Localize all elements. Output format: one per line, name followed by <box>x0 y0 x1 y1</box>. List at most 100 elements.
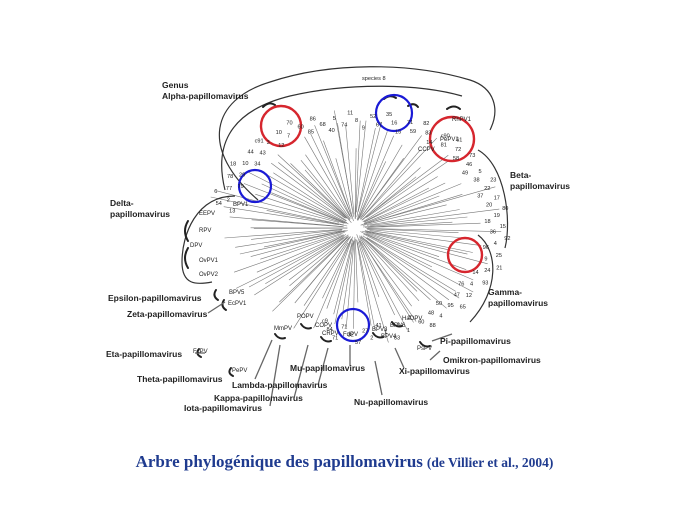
tree-number: 61 <box>456 138 462 144</box>
tree-number: 41 <box>375 323 381 329</box>
caption-title: Arbre phylogénique des papillomavirus <box>136 452 423 471</box>
tree-number: 68 <box>320 122 326 128</box>
tree-branch <box>271 163 345 218</box>
virus-label: EEPV <box>199 211 215 217</box>
virus-label: PsPV <box>417 346 432 352</box>
virus-label: POPV <box>297 314 314 320</box>
tree-number: 60 <box>298 125 304 131</box>
tree-branch <box>337 123 353 217</box>
tree-number: 34 <box>254 161 260 167</box>
tree-number: 77 <box>226 186 232 192</box>
virus-label: MmPV <box>274 326 292 332</box>
tree-branch <box>346 126 354 214</box>
tree-number: 57 <box>355 340 361 346</box>
tree-branch <box>301 160 350 220</box>
tree-number: 6 <box>214 189 217 195</box>
tree-number: 16 <box>391 121 397 127</box>
tree-number: 85 <box>308 130 314 136</box>
genus-label-xi: Xi-papillomavirus <box>399 366 470 376</box>
genus-label-lambda: Lambda-papillomavirus <box>232 380 328 390</box>
genus-label-kappa: Kappa-papillomavirus <box>214 393 303 403</box>
tree-number: 74 <box>341 123 347 129</box>
tree-number: 5 <box>333 116 336 122</box>
tree-number: 36 <box>490 229 496 235</box>
tree-number: 3 <box>267 140 270 146</box>
tree-number: 52 <box>370 114 376 120</box>
tree-number: 32 <box>348 333 354 339</box>
tree-number: 10 <box>276 130 282 136</box>
tree-number: 81 <box>441 143 447 149</box>
tree-branch <box>354 237 355 329</box>
tree-number: 47 <box>454 292 460 298</box>
tree-number: 73 <box>469 153 475 159</box>
species-8-label: species 8 <box>362 76 386 82</box>
bracket-8 <box>222 300 226 310</box>
tree-number: 76 <box>458 282 464 288</box>
tree-branch <box>291 163 348 218</box>
virus-label: RhPV1 <box>452 117 472 123</box>
tree-number: 80 <box>502 206 508 212</box>
genus-label-omikron: Omikron-papillomavirus <box>443 355 541 365</box>
tree-number: 8 <box>355 118 358 124</box>
genus-label-iota: Iota-papillomavirus <box>184 403 262 413</box>
tree-number: 83 <box>425 131 431 137</box>
tree-number: 9 <box>362 125 365 131</box>
tree-number: 14 <box>426 140 432 146</box>
tree-number: 4 <box>470 281 473 287</box>
tree-branch <box>355 239 358 302</box>
tree-number: c9 <box>322 319 328 325</box>
tree-number: 2 <box>370 335 373 341</box>
delta-clade-arc <box>182 196 235 283</box>
virus-label: BPV1 <box>233 202 249 208</box>
bracket-4 <box>447 107 460 110</box>
virus-label: CCPV <box>418 147 435 153</box>
pointer-omikron <box>430 351 440 360</box>
tree-number: c91 <box>255 138 264 144</box>
tree-number: 14 <box>472 270 478 276</box>
genus-label-beta: Beta-papillomavirus <box>510 170 570 191</box>
tree-number: 4 <box>494 241 497 247</box>
tree-number: 1 <box>407 328 410 334</box>
caption-citation: (de Villier et al., 2004) <box>427 455 553 470</box>
tree-number: 67 <box>376 122 382 128</box>
tree-number: 23 <box>490 178 496 184</box>
genus-label-pi: Pi-papillomavirus <box>440 336 511 346</box>
tree-number: 78 <box>227 174 233 180</box>
tree-number: 59 <box>410 129 416 135</box>
tree-number: 79 <box>238 184 244 190</box>
tree-number: 70 <box>286 121 292 127</box>
tree-number: 86 <box>310 117 316 123</box>
virus-label: DPV <box>190 243 202 249</box>
tree-number: 4 <box>439 313 442 319</box>
tree-number: 40 <box>329 128 335 134</box>
tree-number: 3 <box>408 315 411 321</box>
genus-label-nu: Nu-papillomavirus <box>354 397 428 407</box>
tree-number: 48 <box>428 310 434 316</box>
tree-branch <box>236 236 343 289</box>
tree-number: 18 <box>230 162 236 168</box>
tree-number: 2 <box>227 198 230 204</box>
pointer-xi <box>395 348 404 368</box>
tree-number: 38 <box>473 178 479 184</box>
tree-number: 96 <box>483 245 489 251</box>
bracket-13 <box>321 337 331 342</box>
tree-number: 44 <box>248 150 254 156</box>
tree-number: 92 <box>504 236 510 242</box>
bracket-7 <box>214 290 218 300</box>
tree-number: 15 <box>500 224 506 230</box>
tree-number: 17 <box>494 195 500 201</box>
virus-label: FcPV <box>193 349 208 355</box>
genus-label-mu: Mu-papillomavirus <box>290 363 365 373</box>
tree-number: 11 <box>347 110 353 116</box>
genus-label-zeta: Zeta-papillomavirus <box>127 309 208 319</box>
tree-number: 43 <box>260 151 266 157</box>
tree-number: 19 <box>494 213 500 219</box>
tree-number: 1 <box>384 330 387 336</box>
figure-caption: Arbre phylogénique des papillomavirus (d… <box>0 452 689 472</box>
tree-number: 22 <box>484 186 490 192</box>
tree-number: 15 <box>395 129 401 135</box>
pointer-theta <box>255 340 272 379</box>
tree-number: 20 <box>486 203 492 209</box>
tree-number: 12 <box>466 293 472 299</box>
tree-number: 13 <box>229 209 235 215</box>
